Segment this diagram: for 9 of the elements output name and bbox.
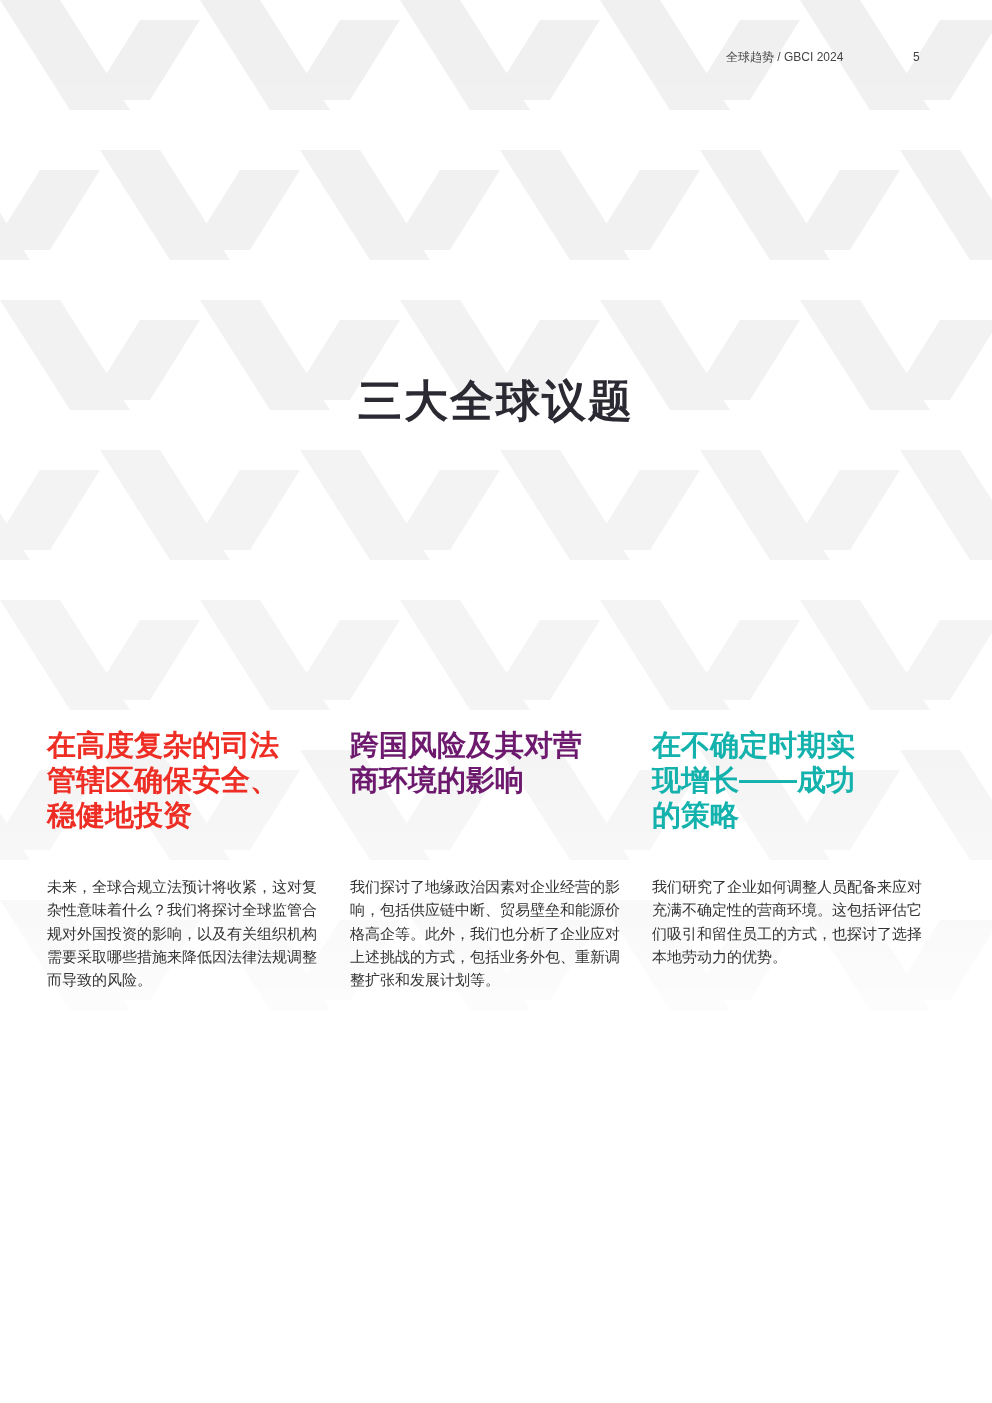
column-heading: 跨国风险及其对营商环境的影响 — [350, 728, 583, 798]
column-heading: 在高度复杂的司法管辖区确保安全、稳健地投资 — [47, 728, 280, 833]
page-header: 全球趋势 / GBCI 2024 — [726, 49, 844, 66]
page-number: 5 — [913, 49, 920, 66]
column-body: 未来，全球合规立法预计将收紧，这对复杂性意味着什么？我们将探讨全球监管合规对外国投资的影响，以及有关组织机构需要采取哪些措施来降低因法律法规调整而导致的风险。 — [47, 878, 318, 991]
column-heading: 在不确定时期实现增长——成功的策略 — [652, 728, 856, 833]
column-body: 我们研究了企业如何调整人员配备来应对充满不确定性的营商环境。这包括评估它们吸引和留住员工的方式，也探讨了选择本地劳动力的优势。 — [652, 878, 923, 967]
column-body: 我们探讨了地缘政治因素对企业经营的影响，包括供应链中断、贸易壁垒和能源价格高企等。此外，我们也分析了企业应对上述挑战的方式，包括业务外包、重新调整扩张和发展计划等。 — [350, 878, 621, 991]
page-title: 三大全球议题 — [357, 375, 635, 427]
